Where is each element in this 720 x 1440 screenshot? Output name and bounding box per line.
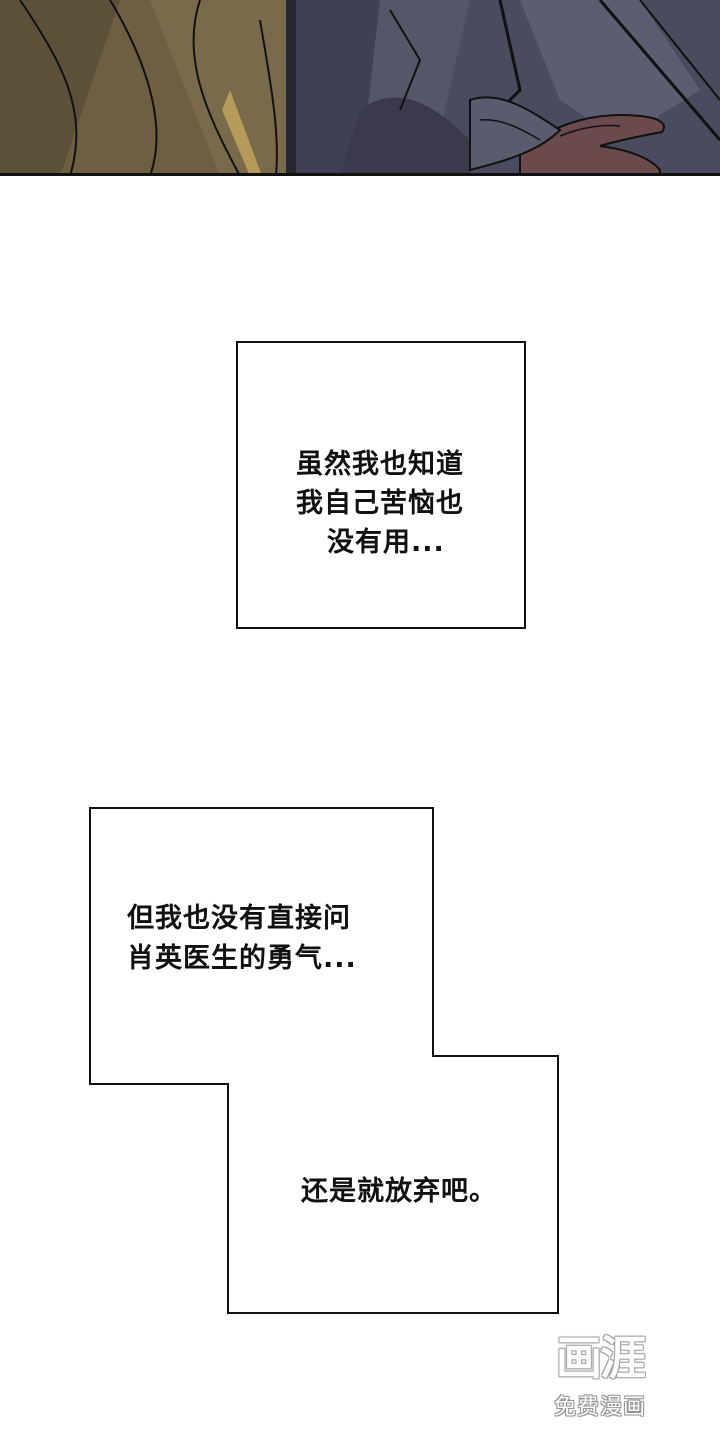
- watermark: 画涯 免费漫画: [538, 1328, 662, 1428]
- caption-text-2: 但我也没有直接问 肖英医生的勇气...: [127, 899, 357, 979]
- caption-1-line-2: 我自己苦恼也: [296, 488, 464, 519]
- caption-2-line-2: 肖英医生的勇气...: [127, 943, 357, 974]
- caption-2-line-3: 还是就放弃吧。: [301, 1176, 497, 1207]
- caption-1-line-1: 虽然我也知道: [296, 449, 464, 480]
- comic-art-hands-clothing-icon: [0, 0, 720, 173]
- caption-box-2: 但我也没有直接问 肖英医生的勇气... 还是就放弃吧。: [89, 807, 560, 1315]
- caption-text-1: 虽然我也知道 我自己苦恼也 没有用...: [296, 445, 516, 562]
- watermark-subtitle: 免费漫画: [553, 1395, 646, 1420]
- caption-1-line-3: 没有用...: [327, 527, 445, 558]
- watermark-logo: 画涯: [556, 1331, 646, 1385]
- top-comic-panel: [0, 0, 720, 176]
- caption-box-1: 虽然我也知道 我自己苦恼也 没有用...: [236, 341, 526, 629]
- caption-2-line-1: 但我也没有直接问: [127, 903, 351, 934]
- caption-box-2-outline: [89, 807, 559, 1314]
